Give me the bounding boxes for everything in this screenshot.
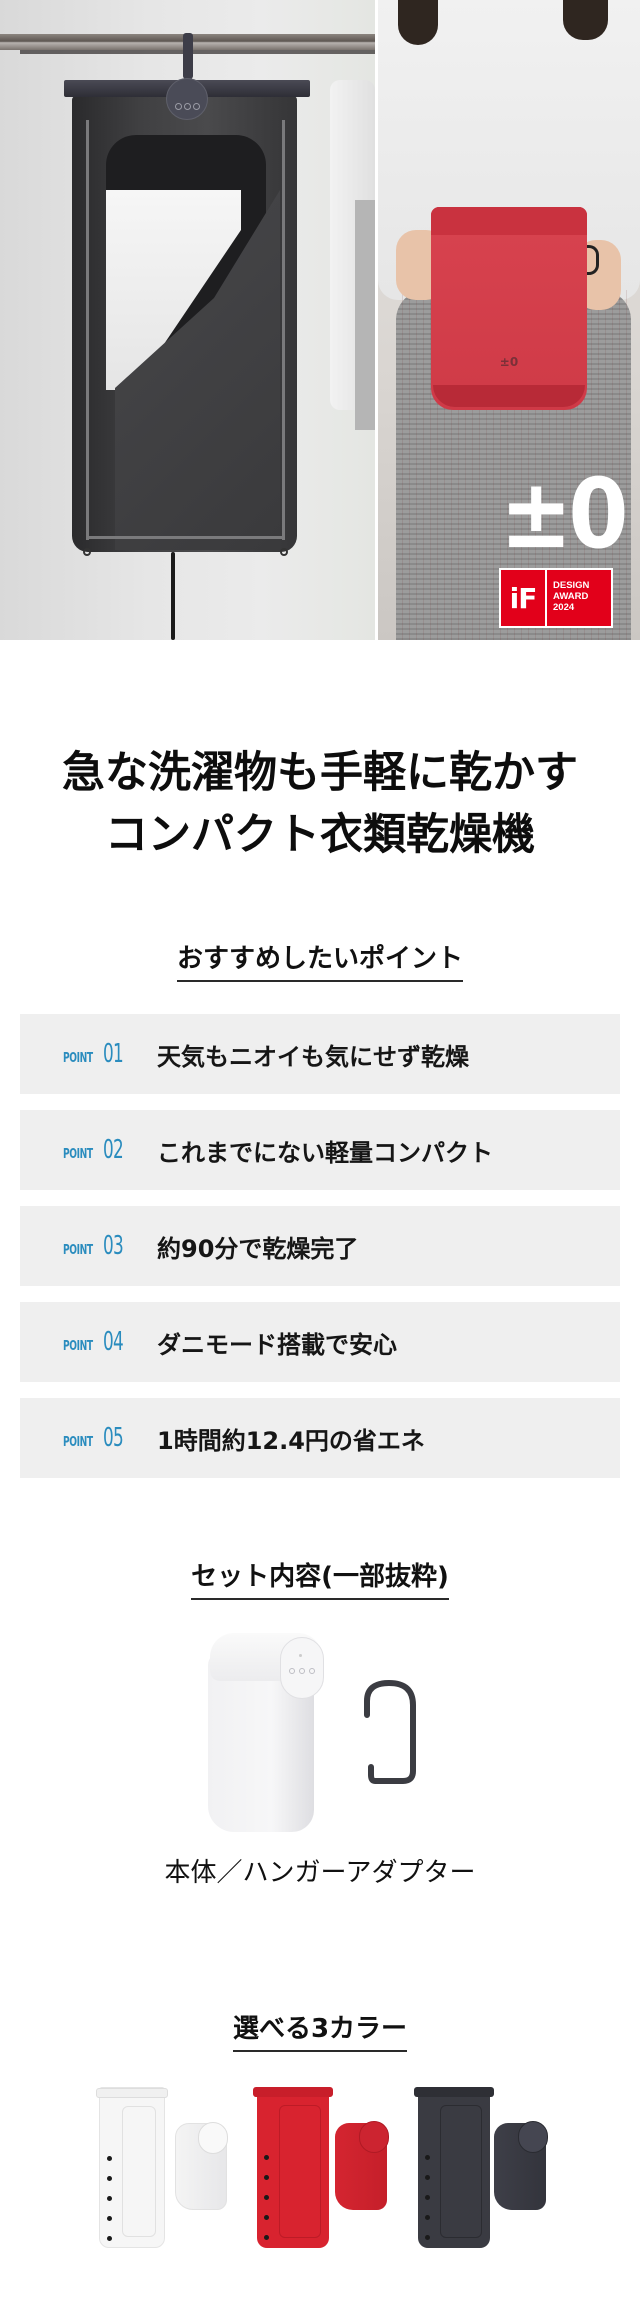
dryer-unit-white [175,2122,228,2210]
point-text: 1時間約12.4円の省エネ [157,1426,425,1455]
background-sweater [355,200,375,430]
hero-image-garment-dryer [0,0,375,640]
color-option-white [95,2087,228,2249]
point-badge: POINT 04 [63,1327,124,1357]
point-item: POINT 04 ダニモード搭載で安心 [20,1302,620,1382]
timer-button-icon [193,103,200,110]
hero-banner: ±0 ±0 iF DESIGN AWARD 2024 [0,0,640,640]
brand-logo: ±0 [500,458,628,570]
point-text: ダニモード搭載で安心 [157,1330,397,1359]
point-badge: POINT 01 [63,1039,124,1069]
if-design-award-badge: iF DESIGN AWARD 2024 [499,568,613,628]
button-icon [309,1668,315,1674]
control-panel [166,78,208,120]
point-badge: POINT 03 [63,1231,124,1261]
point-badge: POINT 02 [63,1135,124,1165]
set-contents-title: セット内容(一部抜粋) [0,1561,640,1600]
zipper [86,120,89,540]
point-item: POINT 01 天気もニオイも気にせず乾燥 [20,1014,620,1094]
garment-bag-white [96,2087,168,2248]
power-cord [171,552,175,640]
control-panel [280,1637,324,1699]
point-text: 約90分で乾燥完了 [157,1234,359,1263]
point-text: 天気もニオイも気にせず乾燥 [157,1042,469,1071]
points-section-title: おすすめしたいポイント [0,943,640,982]
red-dryer-unit [431,207,587,410]
button-icon [299,1668,305,1674]
dryer-unit-dark [494,2121,548,2210]
point-item: POINT 05 1時間約12.4円の省エネ [20,1398,620,1478]
colors-section-title: 選べる3カラー [0,2013,640,2052]
hanger-adapter-image [364,1680,416,1784]
power-button-icon [175,103,182,110]
main-unit-image [208,1633,324,1832]
mode-button-icon [184,103,191,110]
color-option-red [253,2087,389,2249]
hero-image-red-unit: ±0 ±0 iF DESIGN AWARD 2024 [378,0,640,640]
image-divider [375,0,378,640]
main-headline: 急な洗濯物も手軽に乾かす コンパクト衣類乾燥機 [62,748,578,860]
award-text: DESIGN AWARD 2024 [547,570,611,626]
set-contents-caption: 本体／ハンガーアダプター [164,1858,476,1888]
device-logo: ±0 [499,355,519,369]
dryer-unit-red [335,2121,389,2210]
zipper [282,120,285,540]
point-badge: POINT 05 [63,1423,124,1453]
point-text: これまでにない軽量コンパクト [157,1138,493,1167]
garment-bag-red [253,2087,333,2248]
button-icon [289,1668,295,1674]
hanger-hook [183,33,193,79]
garment-bag-dark [414,2087,494,2248]
color-option-dark-gray [414,2087,548,2249]
point-item: POINT 03 約90分で乾燥完了 [20,1206,620,1286]
if-logo-icon: iF [501,570,545,626]
point-item: POINT 02 これまでにない軽量コンパクト [20,1110,620,1190]
